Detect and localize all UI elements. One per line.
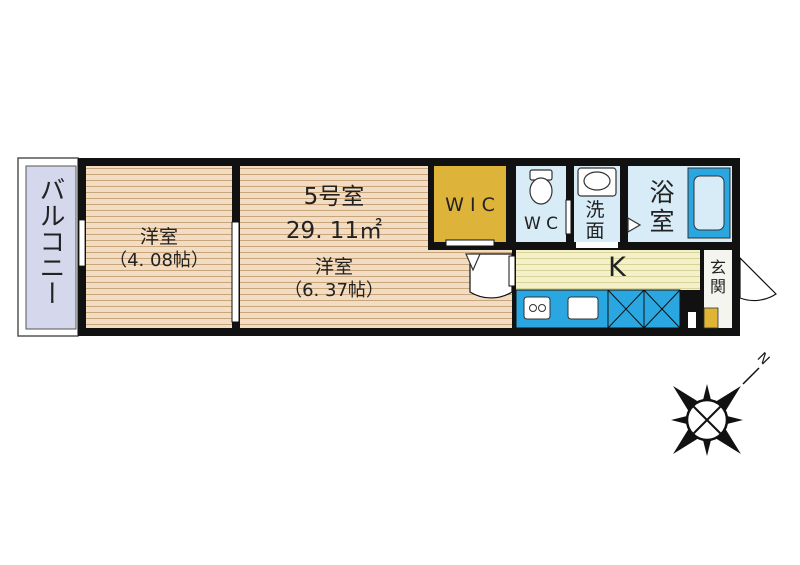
toilet-icon — [529, 169, 553, 205]
door-triangle-icon — [465, 253, 481, 272]
kitchen-floor — [516, 250, 700, 290]
western-room-small — [86, 166, 232, 328]
room-size-small: （4. 08帖） — [109, 250, 209, 271]
storage-box-icon — [643, 289, 681, 329]
room-name-large: 洋室 — [314, 256, 353, 278]
entrance-label: 玄関 — [709, 258, 726, 296]
unit-area: 29. 11㎡ — [285, 218, 383, 244]
window-balcony — [78, 219, 86, 267]
wic-label: W I C — [445, 194, 495, 216]
entrance-door-icon — [739, 256, 777, 302]
kitchen-pillar-gap — [688, 312, 696, 328]
kitchen-opening — [508, 255, 516, 287]
bathtub-icon — [687, 167, 731, 239]
bathroom-label: 浴室 — [649, 178, 675, 236]
room-door-icon — [469, 253, 513, 299]
bath-door-icon — [627, 216, 642, 234]
western-room-large — [240, 166, 428, 328]
unit-number: 5号室 — [303, 184, 365, 210]
washroom-label: 洗面 — [585, 199, 605, 242]
walk-in-closet — [434, 166, 506, 242]
sink-icon — [577, 167, 617, 197]
wc-label: W C — [523, 214, 559, 234]
washroom-opening — [576, 242, 618, 248]
room-name-small: 洋室 — [139, 226, 178, 248]
room-size-large: （6. 37帖） — [284, 280, 384, 301]
wic-door — [445, 239, 495, 247]
shoe-box — [703, 307, 719, 329]
balcony-label: バルコニー — [35, 176, 65, 306]
storage-box-icon — [607, 289, 645, 329]
wc-door — [565, 199, 572, 235]
compass-icon — [671, 367, 760, 456]
kitchen-counter — [515, 289, 609, 329]
kitchen-label: K — [608, 252, 626, 283]
balcony — [17, 157, 79, 337]
partition-door — [231, 221, 240, 323]
